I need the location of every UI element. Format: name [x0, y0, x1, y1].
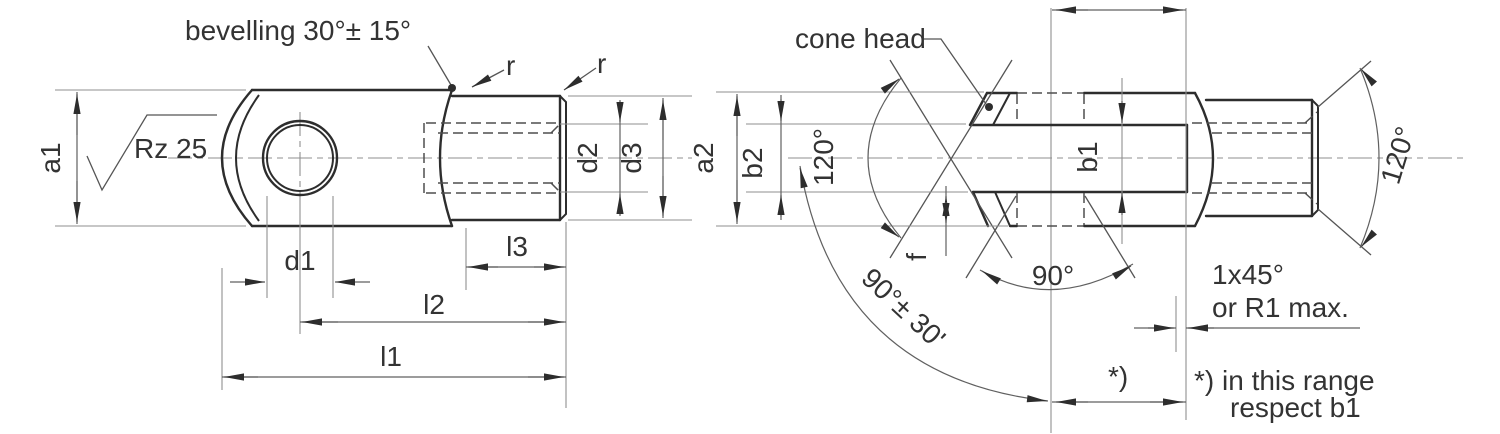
- eye-hole-inner: [266, 124, 334, 192]
- right-view-outline: [968, 91, 1319, 228]
- dim-label-f: f: [901, 253, 932, 261]
- left-view-hidden-lines: [423, 122, 561, 194]
- left-view-centerlines: [168, 112, 692, 206]
- left-view: bevelling 30°± 15° Rz 25 a1 d1 l3 l2 l1 …: [35, 15, 692, 408]
- dim-label-a2: a2: [688, 142, 719, 173]
- angle-label-120-right: 120°: [1375, 123, 1422, 187]
- cone-head-leader-dot: [985, 103, 993, 111]
- range-marker: *): [1108, 361, 1128, 392]
- left-view-outline: [220, 88, 567, 228]
- dim-label-l1: l1: [380, 341, 402, 372]
- dim-label-l3: l3: [506, 231, 528, 262]
- right-view-extension-lines: [716, 8, 1187, 420]
- dim-label-d3: d3: [616, 142, 647, 173]
- fillet-label-r-1: r: [506, 50, 515, 81]
- bevelling-note: bevelling 30°± 15°: [185, 15, 411, 46]
- dim-label-b2: b2: [737, 147, 768, 178]
- eye-hole-outer: [261, 119, 339, 197]
- angle-label-90: 90°: [1032, 260, 1074, 291]
- right-view-centerlines: [788, 8, 1465, 433]
- dim-label-d1: d1: [284, 245, 315, 276]
- left-view-leaders: [427, 45, 597, 92]
- right-view-dimension-lines: [733, 6, 1360, 406]
- right-view-angle-arcs: [799, 67, 1380, 403]
- left-view-dimension-lines: [73, 92, 667, 381]
- dim-label-d2: d2: [572, 142, 603, 173]
- right-view-construction-lines: [889, 59, 1372, 279]
- chamfer-note-line1: 1x45°: [1212, 259, 1284, 290]
- right-view-hidden-lines: [1016, 94, 1318, 225]
- dim-label-b1: b1: [1072, 141, 1103, 172]
- angle-label-90-30: 90°± 30': [856, 262, 952, 354]
- dim-label-l2: l2: [423, 289, 445, 320]
- right-view: cone head a2 b2 120° b1 f 90° 90°± 30' 1…: [688, 6, 1465, 433]
- range-note-line2: respect b1: [1230, 392, 1361, 423]
- dim-label-a1: a1: [35, 142, 66, 173]
- cone-head-note: cone head: [795, 23, 926, 54]
- left-view-extension-lines: [55, 89, 692, 408]
- chamfer-note-line2: or R1 max.: [1212, 292, 1349, 323]
- bevelling-leader-dot: [448, 84, 456, 92]
- angle-label-120-left: 120°: [808, 128, 839, 186]
- roughness-symbol: [86, 114, 217, 192]
- range-note-line1: *) in this range: [1194, 365, 1375, 396]
- right-view-leaders: [922, 38, 993, 111]
- fillet-label-r-2: r: [597, 48, 606, 79]
- roughness-label: Rz 25: [134, 133, 207, 164]
